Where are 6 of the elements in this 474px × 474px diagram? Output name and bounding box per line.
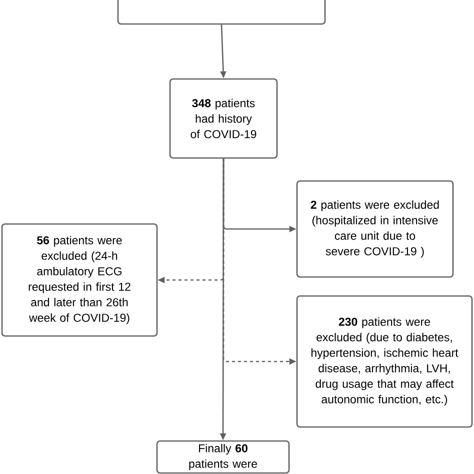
process-box: 348 patients had history of COVID-19 xyxy=(169,78,278,159)
process-box: 2 patients were excluded (hospitalized in intensive care unit due to severe COVID-19 ) xyxy=(296,180,454,278)
process-box: 56 patients were excluded (24-h ambulatory ECG requested in first 12 and later than 26th week of COVID-19) xyxy=(1,223,158,337)
process-box: Finally 60 patients were xyxy=(156,440,290,474)
process-box: 230 patients were excluded (due to diabetes, hypertension, ischemic heart disease, arrhythmia, LVH, drug usage that may affect autonomic function, etc.) xyxy=(296,295,473,428)
empty-box xyxy=(117,0,326,25)
